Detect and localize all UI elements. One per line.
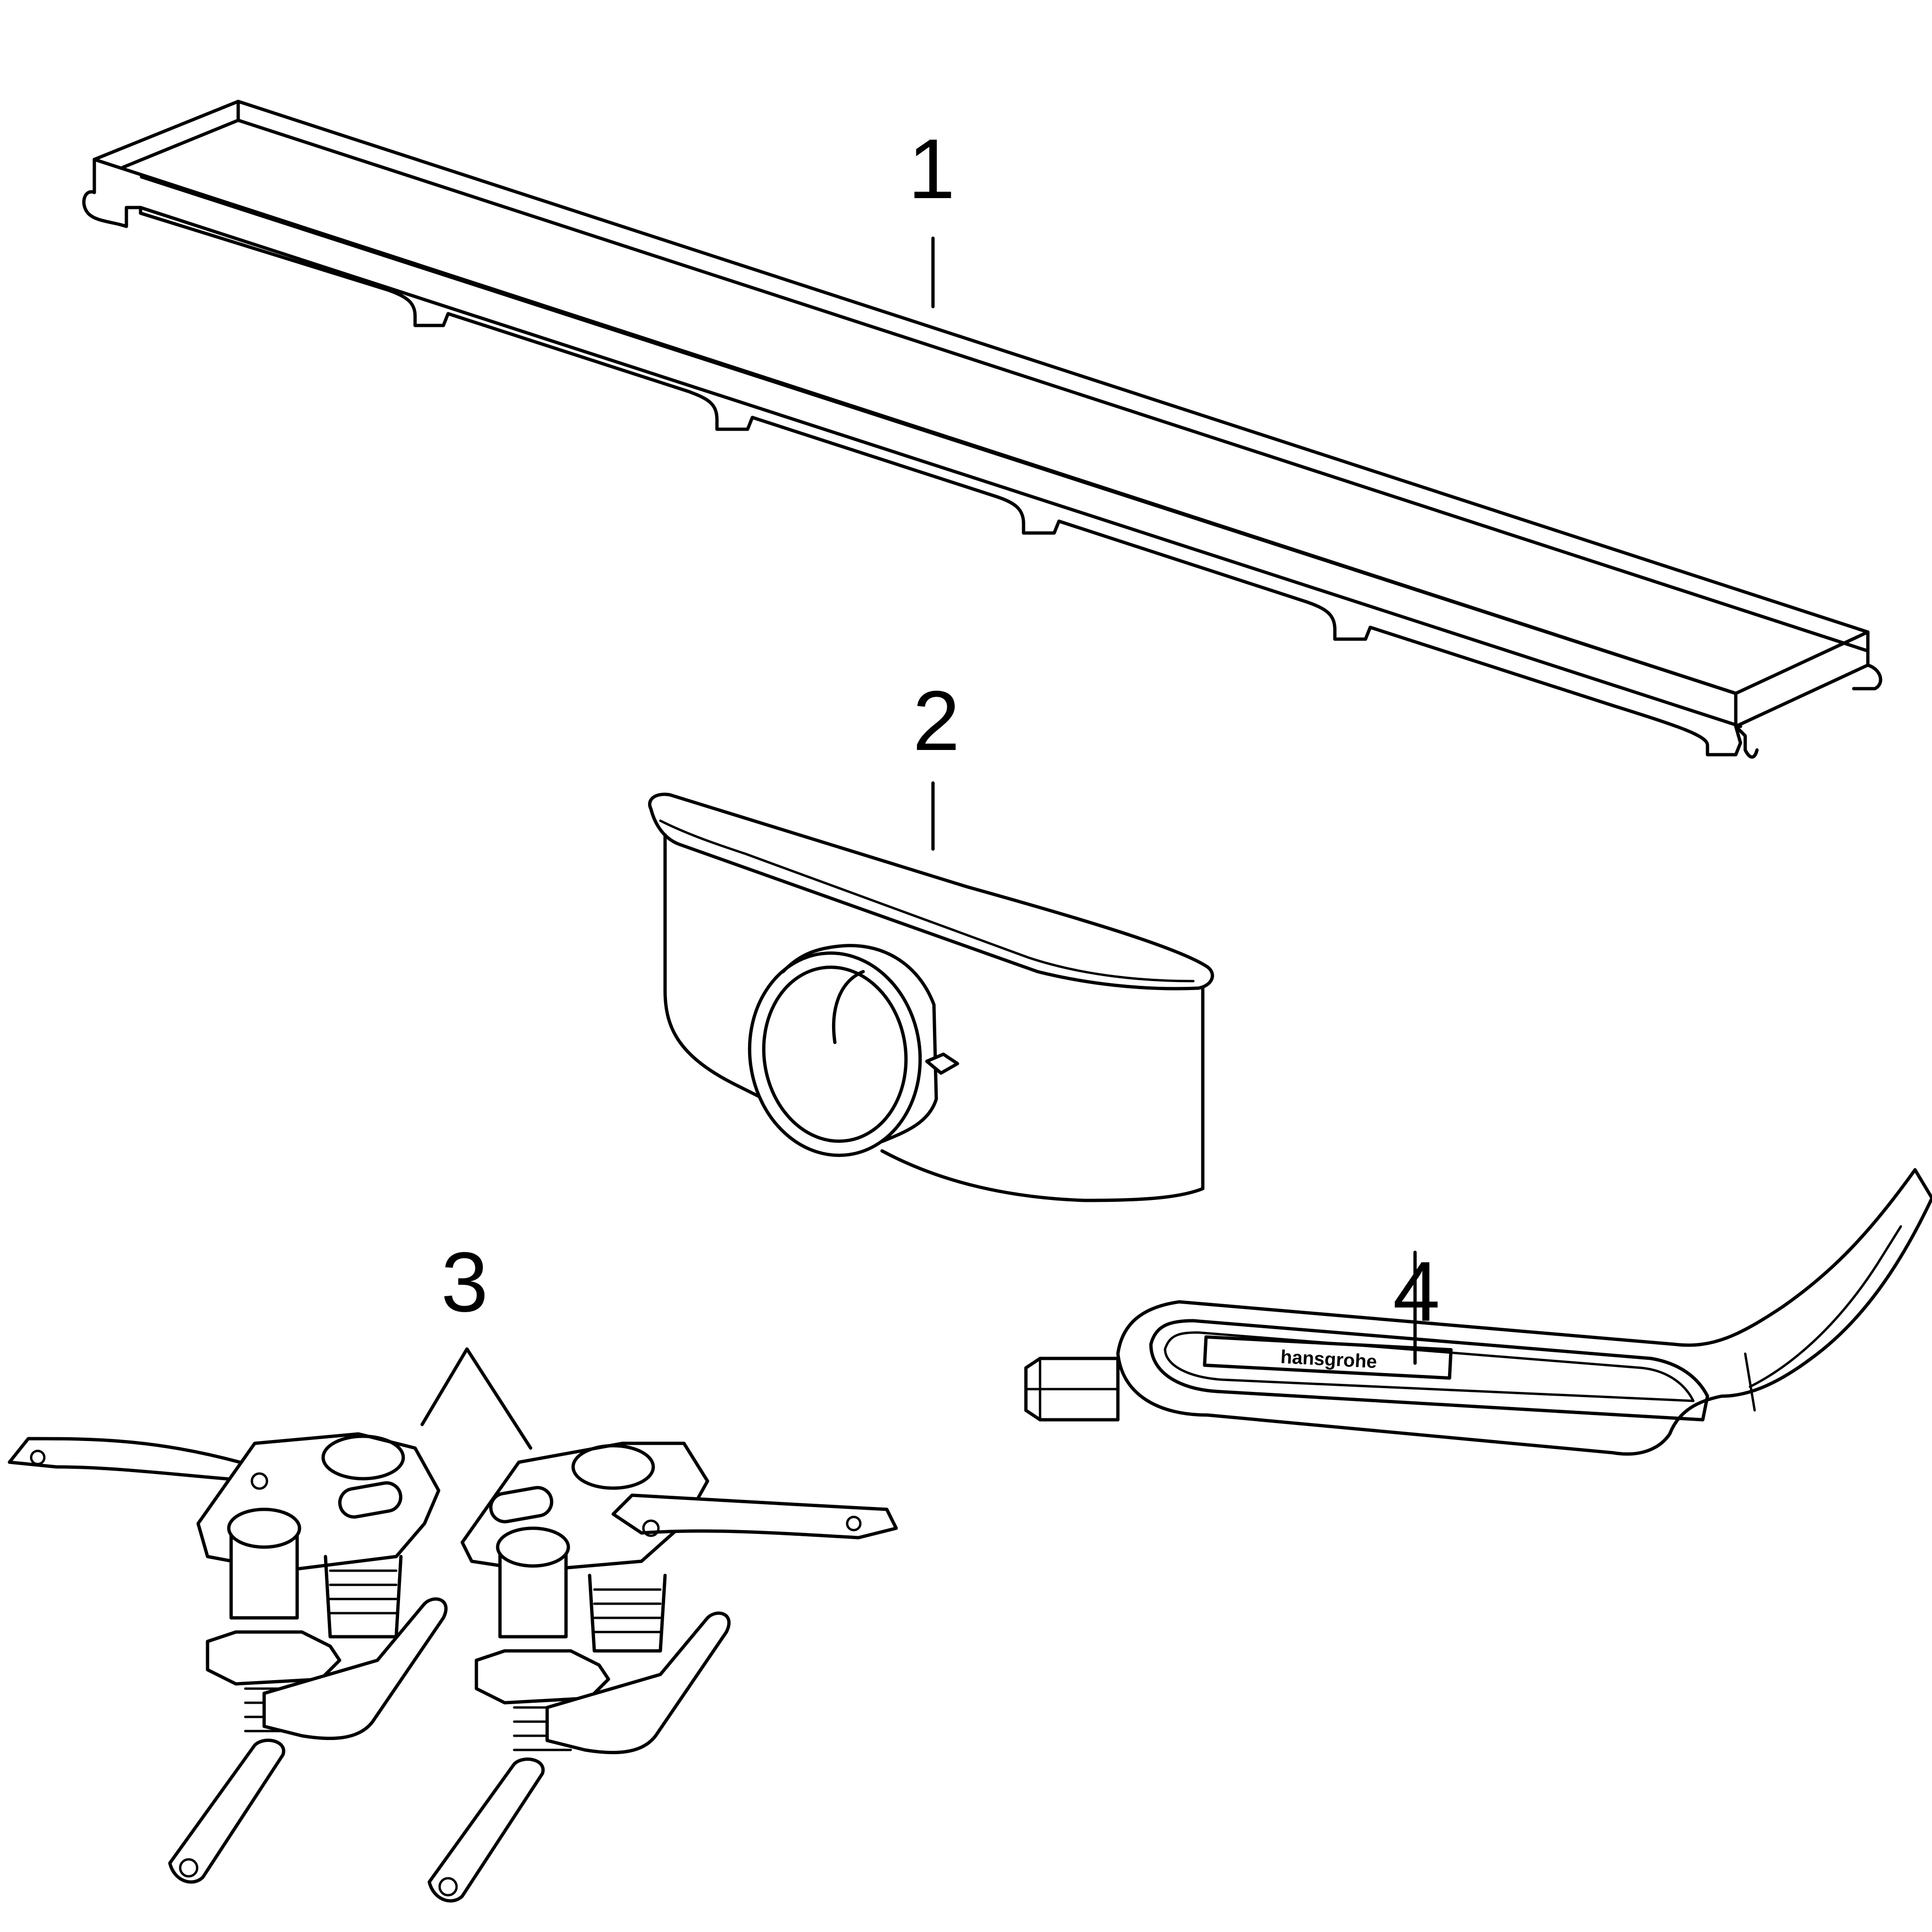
callout-2: 2: [913, 674, 960, 768]
brand-text: hansgrohe: [1280, 1347, 1378, 1373]
mounting-foot-left: [8, 1432, 448, 1884]
leader-line-3: [420, 1347, 533, 1450]
part-3-mounting-feet: [8, 1432, 898, 1903]
part-2-drain-body: [648, 792, 1214, 1202]
callout-3: 3: [441, 1235, 488, 1330]
callout-4: 4: [1393, 1244, 1440, 1339]
part-4-key-tool: hansgrohe: [1024, 1168, 1932, 1456]
brand-label-plate: [1203, 1335, 1453, 1380]
mounting-foot-right: [427, 1441, 898, 1903]
part-1-drain-frame: [82, 100, 1882, 759]
callout-1: 1: [908, 122, 955, 217]
